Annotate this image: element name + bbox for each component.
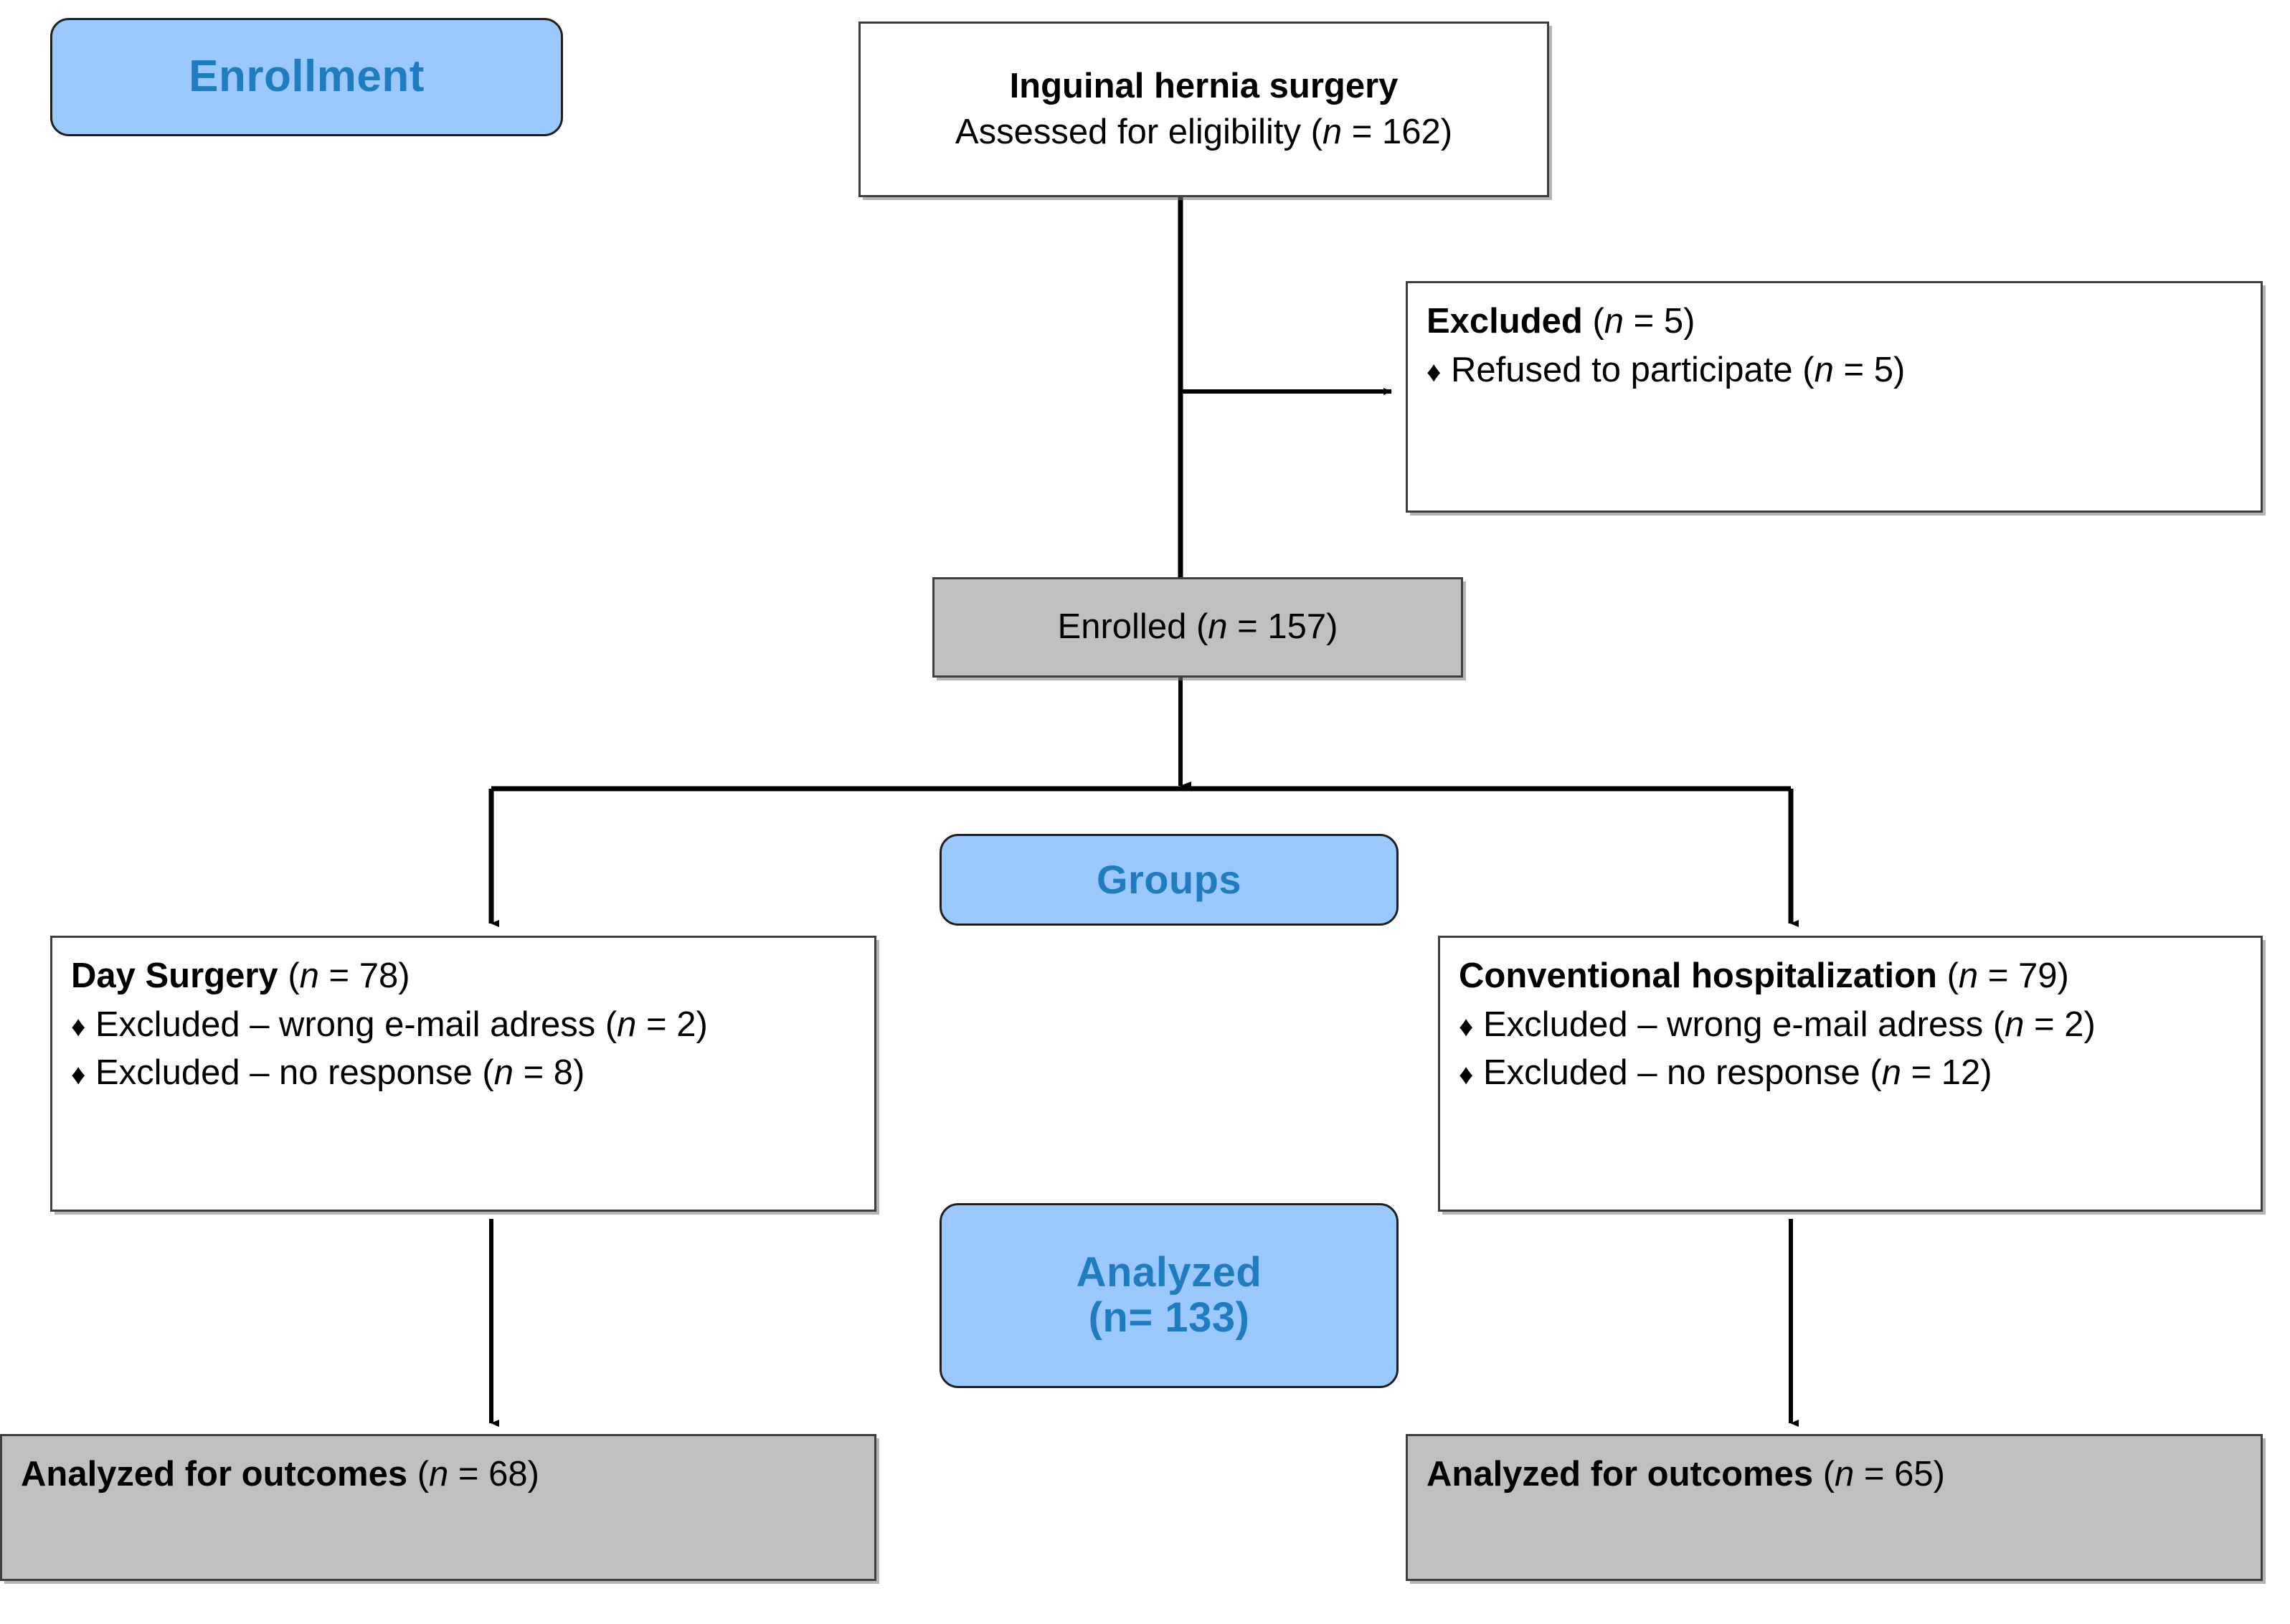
stage-badge-enrollment: Enrollment — [50, 18, 563, 136]
node-conventional-hospitalization-bullet-1-n: n — [1881, 1053, 1901, 1093]
node-analyzed-left-suffix: = 68) — [448, 1455, 539, 1494]
node-day-surgery-bullet-0-text: Excluded – wrong e-mail adress (n = 2) — [95, 1002, 708, 1048]
node-day-surgery-bullet-1-prefix: Excluded – no response ( — [95, 1053, 494, 1093]
node-excluded-bullet-0-text: Refused to participate (n = 5) — [1451, 348, 1905, 394]
node-excluded-bullet-0-suffix: = 5) — [1833, 350, 1906, 389]
diamond-bullet-icon: ♦ — [71, 1059, 86, 1091]
node-enrolled-prefix: Enrolled ( — [1057, 607, 1208, 647]
node-day-surgery-bullet-0-n: n — [617, 1005, 637, 1044]
node-day-surgery-heading-n: n — [299, 956, 319, 995]
node-conventional-hospitalization-heading-suffix: = 79) — [1978, 956, 2069, 995]
node-assessed-subtitle-suffix: = 162) — [1342, 112, 1453, 151]
node-analyzed-for-outcomes-day-surgery: Analyzed for outcomes (n = 68) — [0, 1434, 876, 1581]
node-assessed-for-eligibility: Inguinal hernia surgery Assessed for eli… — [858, 22, 1549, 197]
node-assessed-subtitle-prefix: Assessed for eligibility ( — [955, 112, 1323, 151]
node-analyzed-right-n: n — [1835, 1455, 1855, 1494]
node-enrolled-text: Enrolled (n = 157) — [1058, 604, 1338, 650]
node-day-surgery-heading: Day Surgery (n = 78) — [71, 954, 856, 999]
diamond-bullet-icon: ♦ — [1459, 1010, 1474, 1043]
stage-badge-groups: Groups — [940, 834, 1399, 926]
node-excluded-body: Excluded (n = 5) ♦Refused to participate… — [1408, 283, 2261, 393]
node-enrolled-suffix: = 157) — [1227, 607, 1338, 647]
node-assessed-body: Inguinal hernia surgery Assessed for eli… — [861, 24, 1547, 195]
node-analyzed-right-bold: Analyzed for outcomes — [1426, 1455, 1814, 1494]
node-assessed-subtitle: Assessed for eligibility (n = 162) — [955, 110, 1452, 156]
stage-badge-analyzed-label-line1: Analyzed — [1076, 1249, 1262, 1296]
node-conventional-hospitalization: Conventional hospitalization (n = 79) ♦E… — [1438, 936, 2263, 1212]
node-day-surgery-bullet-1-text: Excluded – no response (n = 8) — [95, 1050, 585, 1096]
node-excluded-bullet-0-prefix: Refused to participate ( — [1451, 350, 1815, 389]
node-enrolled-n: n — [1208, 607, 1228, 647]
node-excluded-bullet-0: ♦ Refused to participate (n = 5) — [1426, 348, 2242, 394]
node-conventional-hospitalization-heading: Conventional hospitalization (n = 79) — [1459, 954, 2242, 999]
node-excluded-heading: Excluded (n = 5) — [1426, 299, 2242, 345]
node-day-surgery-bullet-1: ♦ Excluded – no response (n = 8) — [71, 1050, 856, 1096]
node-day-surgery-bullet-1-suffix: = 8) — [513, 1053, 585, 1093]
node-analyzed-for-outcomes-conventional-body: Analyzed for outcomes (n = 65) — [1408, 1436, 2261, 1498]
node-assessed-title: Inguinal hernia surgery — [1009, 66, 1399, 105]
node-day-surgery: Day Surgery (n = 78) ♦Excluded – wrong e… — [50, 936, 876, 1212]
node-day-surgery-heading-bold: Day Surgery — [71, 956, 278, 995]
node-excluded-heading-n: n — [1604, 302, 1624, 341]
node-conventional-hospitalization-bullet-1: ♦ Excluded – no response (n = 12) — [1459, 1050, 2242, 1096]
node-conventional-hospitalization-bullet-0-text: Excluded – wrong e-mail adress (n = 2) — [1483, 1002, 2096, 1048]
node-enrolled-body: Enrolled (n = 157) — [935, 579, 1461, 675]
node-conventional-hospitalization-bullet-0: ♦ Excluded – wrong e-mail adress (n = 2) — [1459, 1002, 2242, 1048]
stage-badge-groups-label: Groups — [1096, 856, 1242, 902]
diamond-bullet-icon: ♦ — [71, 1010, 86, 1043]
node-excluded-heading-bold: Excluded — [1426, 302, 1583, 341]
node-day-surgery-heading-prefix: ( — [278, 956, 300, 995]
node-conventional-hospitalization-body: Conventional hospitalization (n = 79) ♦E… — [1440, 938, 2261, 1096]
diamond-bullet-icon: ♦ — [1459, 1059, 1474, 1091]
node-conventional-hospitalization-heading-prefix: ( — [1936, 956, 1959, 995]
node-analyzed-left-n: n — [429, 1455, 449, 1494]
node-conventional-hospitalization-bullet-0-n: n — [2005, 1005, 2025, 1044]
node-conventional-hospitalization-bullet-1-prefix: Excluded – no response ( — [1483, 1053, 1882, 1093]
node-conventional-hospitalization-heading-bold: Conventional hospitalization — [1459, 956, 1937, 995]
node-analyzed-left-bold: Analyzed for outcomes — [21, 1455, 408, 1494]
node-conventional-hospitalization-heading-n: n — [1958, 956, 1979, 995]
node-analyzed-for-outcomes-conventional-text: Analyzed for outcomes (n = 65) — [1426, 1452, 2242, 1498]
node-analyzed-for-outcomes-conventional: Analyzed for outcomes (n = 65) — [1406, 1434, 2263, 1581]
stage-badge-analyzed-label-line2: (n= 133) — [1088, 1294, 1250, 1341]
node-conventional-hospitalization-bullet-0-suffix: = 2) — [2024, 1005, 2096, 1044]
stage-badge-analyzed: Analyzed (n= 133) — [940, 1203, 1399, 1388]
node-day-surgery-bullet-0-prefix: Excluded – wrong e-mail adress ( — [95, 1005, 618, 1044]
node-analyzed-for-outcomes-day-surgery-body: Analyzed for outcomes (n = 68) — [2, 1436, 874, 1498]
node-enrolled: Enrolled (n = 157) — [932, 577, 1463, 678]
node-day-surgery-body: Day Surgery (n = 78) ♦Excluded – wrong e… — [52, 938, 874, 1096]
node-analyzed-right-suffix: = 65) — [1854, 1455, 1945, 1494]
node-conventional-hospitalization-bullet-0-prefix: Excluded – wrong e-mail adress ( — [1483, 1005, 2005, 1044]
stage-badge-enrollment-label: Enrollment — [189, 52, 425, 102]
node-excluded-heading-suffix: = 5) — [1624, 302, 1695, 341]
node-excluded: Excluded (n = 5) ♦Refused to participate… — [1406, 281, 2263, 513]
diamond-bullet-icon: ♦ — [1426, 356, 1442, 388]
node-day-surgery-bullet-0-suffix: = 2) — [636, 1005, 708, 1044]
node-analyzed-left-prefix: ( — [407, 1455, 430, 1494]
node-analyzed-right-prefix: ( — [1813, 1455, 1835, 1494]
node-conventional-hospitalization-bullet-1-suffix: = 12) — [1901, 1053, 1992, 1093]
node-assessed-subtitle-n: n — [1322, 112, 1343, 151]
node-excluded-heading-prefix: ( — [1582, 302, 1604, 341]
node-analyzed-for-outcomes-day-surgery-text: Analyzed for outcomes (n = 68) — [21, 1452, 856, 1498]
node-conventional-hospitalization-bullet-1-text: Excluded – no response (n = 12) — [1483, 1050, 1992, 1096]
node-day-surgery-bullet-1-n: n — [493, 1053, 514, 1093]
node-excluded-bullet-0-n: n — [1814, 350, 1834, 389]
node-day-surgery-bullet-0: ♦ Excluded – wrong e-mail adress (n = 2) — [71, 1002, 856, 1048]
node-day-surgery-heading-suffix: = 78) — [318, 956, 410, 995]
